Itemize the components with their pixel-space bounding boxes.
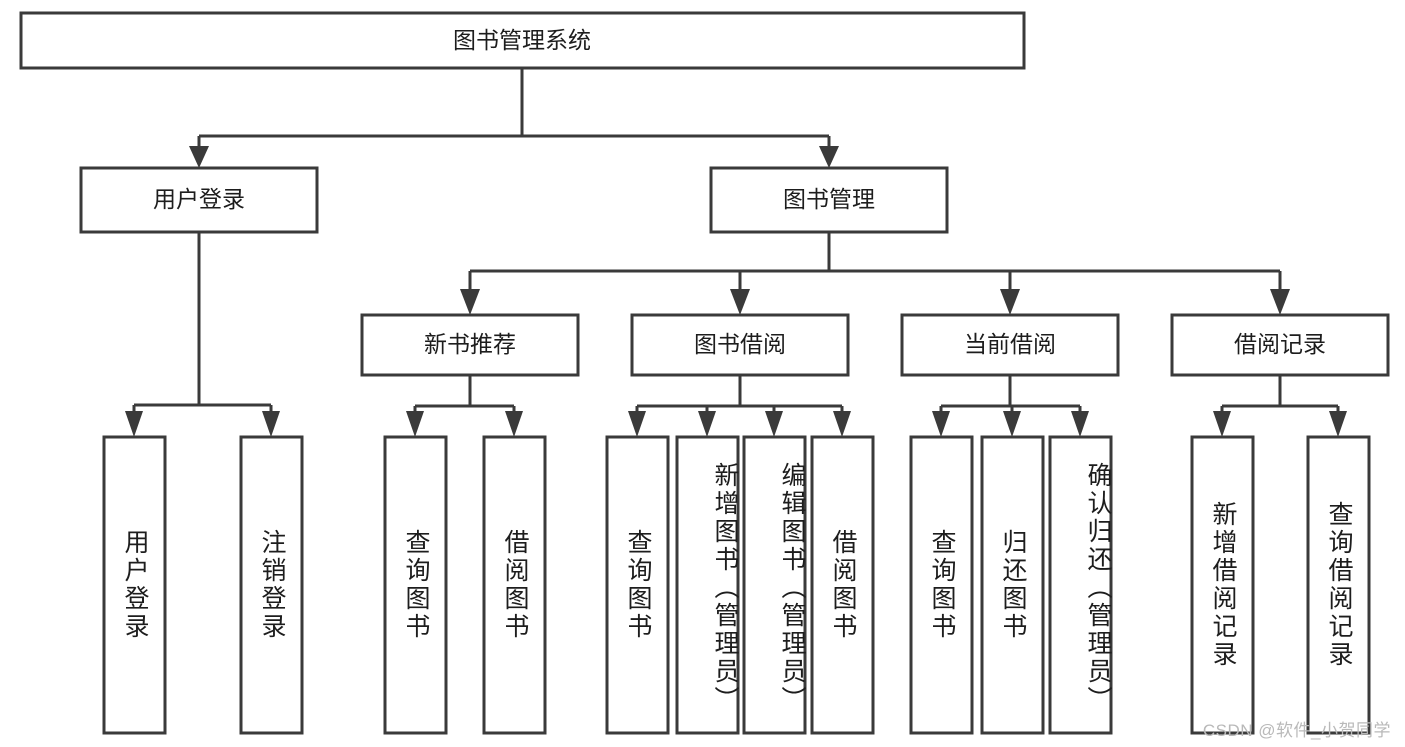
leaf-box-logout[interactable] <box>239 435 304 735</box>
node-book-management-label: 图书管理 <box>783 186 875 212</box>
node-book-management[interactable]: 图书管理 <box>709 166 949 234</box>
leaf-box-borrow-book-2[interactable] <box>810 435 875 735</box>
arrow-head-leaf-query-book-2 <box>628 411 646 437</box>
arrow-head-leaf-return-book <box>1003 411 1021 437</box>
connector-group-current-borrow <box>932 375 1089 437</box>
leaf-box-add-book[interactable] <box>675 435 740 735</box>
arrow-head-leaf-query-record <box>1329 411 1347 437</box>
leaf-box-query-book-1[interactable] <box>383 435 448 735</box>
arrow-head-to-borrow-record <box>1270 289 1290 315</box>
leaf-boxes <box>102 435 1371 735</box>
leaf-box-user-login[interactable] <box>102 435 167 735</box>
node-book-borrow-label: 图书借阅 <box>694 331 786 357</box>
node-current-borrow-label: 当前借阅 <box>964 331 1056 357</box>
arrow-head-leaf-logout <box>262 411 280 437</box>
arrow-head-leaf-edit-book <box>765 411 783 437</box>
node-book-borrow-box <box>630 313 850 377</box>
node-borrow-record-label: 借阅记录 <box>1234 331 1326 357</box>
arrow-head-leaf-add-record <box>1213 411 1231 437</box>
arrow-head-to-new-book <box>460 289 480 315</box>
arrow-head-to-book-borrow <box>730 289 750 315</box>
node-current-borrow-box <box>900 313 1120 377</box>
node-root-system-label: 图书管理系统 <box>453 27 591 53</box>
node-borrow-record[interactable]: 借阅记录 <box>1170 313 1390 377</box>
connector-group-borrow-record <box>1213 375 1347 437</box>
leaf-box-borrow-book-1[interactable] <box>482 435 547 735</box>
node-user-login-box <box>79 166 319 234</box>
arrow-head-leaf-query-book-3 <box>932 411 950 437</box>
leaf-box-query-borrow-record[interactable] <box>1306 435 1371 735</box>
node-new-book-recommend-label: 新书推荐 <box>424 331 516 357</box>
leaf-box-query-book-3[interactable] <box>909 435 974 735</box>
connector-group-new-book <box>406 375 523 437</box>
arrow-head-leaf-user-login <box>125 411 143 437</box>
leaf-box-add-borrow-record[interactable] <box>1190 435 1255 735</box>
node-root-system[interactable]: 图书管理系统 <box>19 11 1026 70</box>
arrow-head-leaf-query-book-1 <box>406 411 424 437</box>
leaf-box-edit-book[interactable] <box>742 435 807 735</box>
node-book-management-box <box>709 166 949 234</box>
arrow-head-leaf-confirm-return <box>1071 411 1089 437</box>
connector-group-user-login <box>125 232 280 437</box>
node-new-book-recommend-box <box>360 313 580 377</box>
leaf-box-query-book-2[interactable] <box>605 435 670 735</box>
arrow-head-leaf-add-book <box>698 411 716 437</box>
leaf-box-confirm-return[interactable] <box>1048 435 1113 735</box>
node-root-system-box <box>19 11 1026 70</box>
node-new-book-recommend[interactable]: 新书推荐 <box>360 313 580 377</box>
arrow-head-to-user-login <box>189 146 209 168</box>
connector-group-book-borrow <box>628 375 851 437</box>
arrow-head-leaf-borrow-book-1 <box>505 411 523 437</box>
connector-group-root <box>189 68 839 168</box>
node-borrow-record-box <box>1170 313 1390 377</box>
arrow-head-to-book-mgmt <box>819 146 839 168</box>
csdn-watermark: CSDN @软件_小贺同学 <box>1202 721 1391 740</box>
connector-group-book-mgmt <box>460 232 1290 315</box>
node-user-login[interactable]: 用户登录 <box>79 166 319 234</box>
arrow-head-to-current-borrow <box>1000 289 1020 315</box>
node-current-borrow[interactable]: 当前借阅 <box>900 313 1120 377</box>
leaf-box-return-book[interactable] <box>980 435 1045 735</box>
node-user-login-label: 用户登录 <box>153 186 245 212</box>
arrow-head-leaf-borrow-book-2 <box>833 411 851 437</box>
node-book-borrow[interactable]: 图书借阅 <box>630 313 850 377</box>
